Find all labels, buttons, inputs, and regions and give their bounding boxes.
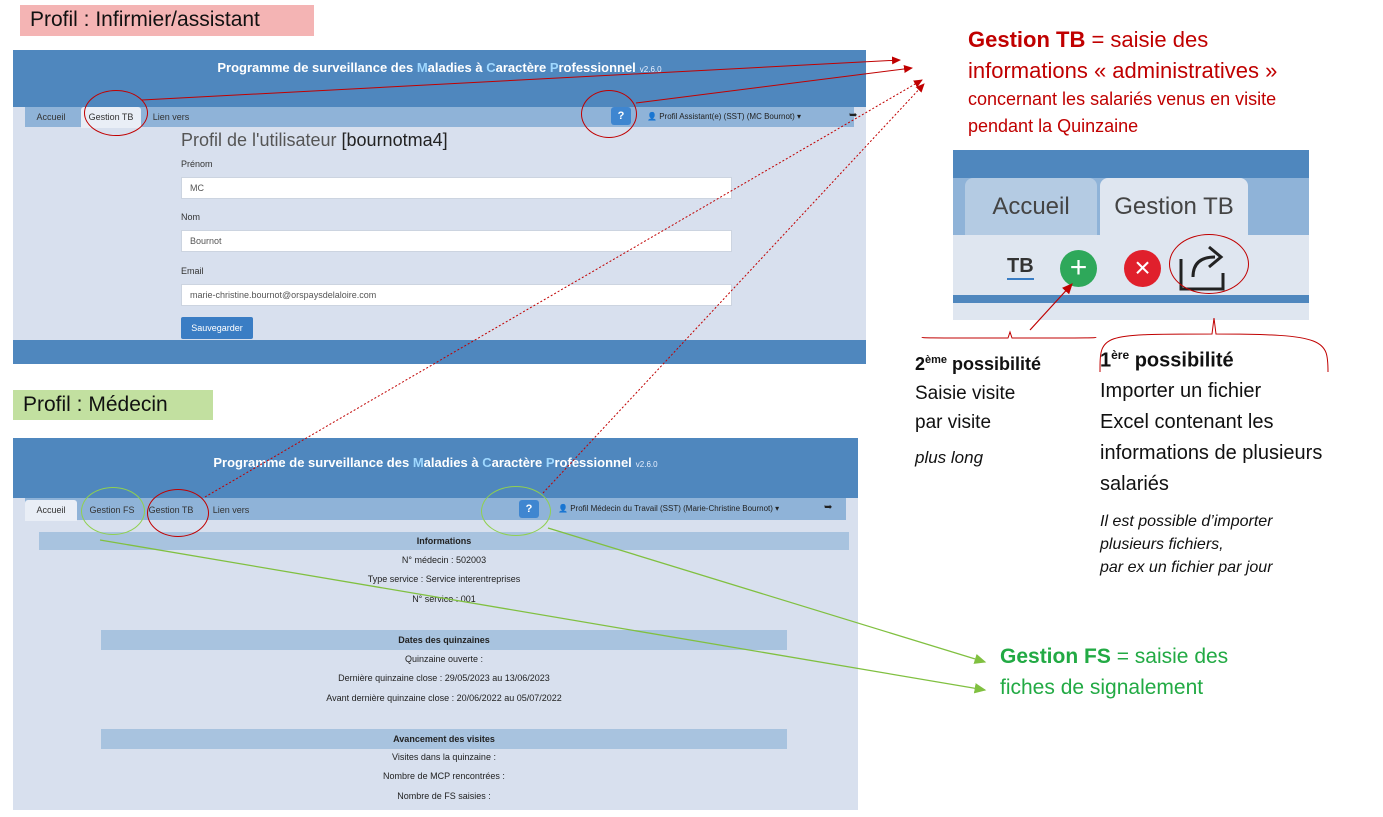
tab-lien-vers[interactable]: Lien vers: [152, 112, 190, 122]
annotation-gestion-tb: Gestion TB = saisie des informations « a…: [968, 27, 1278, 136]
tab-accueil[interactable]: Accueil: [965, 178, 1097, 236]
email-input[interactable]: marie-christine.bournot@orspaysdelaloire…: [181, 284, 732, 306]
tab-accueil[interactable]: Accueil: [25, 500, 77, 521]
tb-label[interactable]: TB: [1007, 255, 1034, 280]
app-title: Programme de surveillance des Maladies à…: [213, 455, 658, 470]
info-line: Visites dans la quinzaine :: [392, 752, 496, 762]
doctor-screenshot: Programme de surveillance des Maladies à…: [13, 438, 858, 810]
tab-accueil[interactable]: Accueil: [36, 112, 66, 122]
nom-input[interactable]: Bournot: [181, 230, 732, 252]
highlight-ring-gestion-tb-doctor: [147, 489, 209, 537]
tab-bar: Accueil Gestion FS Gestion TB Lien vers …: [25, 498, 846, 521]
info-line: Type service : Service interentreprises: [367, 574, 521, 584]
zoom-panel: Accueil Gestion TB TB + ×: [953, 150, 1309, 320]
highlight-ring-help: [581, 90, 637, 138]
app-header: Programme de surveillance des Maladies à…: [13, 438, 858, 498]
nurse-screenshot: Programme de surveillance des Maladies à…: [13, 50, 866, 364]
delete-icon[interactable]: ×: [1124, 250, 1161, 287]
field-label-nom: Nom: [181, 212, 201, 222]
prenom-input[interactable]: MC: [181, 177, 732, 199]
info-line: N° service : 001: [412, 594, 476, 604]
highlight-ring-import: [1169, 234, 1249, 294]
annotation-first-option: 1ère possibilité Importer un fichier Exc…: [1100, 348, 1323, 576]
annotation-second-option: 2ème possibilité Saisie visite par visit…: [915, 354, 1042, 467]
profile-label-nurse: Profil : Infirmier/assistant: [20, 5, 314, 36]
logout-icon[interactable]: ➥: [849, 110, 858, 121]
add-icon[interactable]: +: [1060, 250, 1097, 287]
info-line: Nombre de MCP rencontrées :: [383, 771, 505, 781]
tab-gestion-tb[interactable]: Gestion TB: [1100, 178, 1248, 236]
logout-icon[interactable]: ➥: [824, 502, 833, 513]
section-avancement-visites: Avancement des visites: [101, 729, 787, 749]
field-label-email: Email: [181, 266, 204, 276]
info-line: N° médecin : 502003: [401, 555, 487, 565]
tab-lien-vers[interactable]: Lien vers: [212, 505, 250, 515]
info-line: Nombre de FS saisies :: [397, 791, 491, 801]
section-dates-quinzaines: Dates des quinzaines: [101, 630, 787, 650]
app-title: Programme de surveillance des Maladies à…: [217, 60, 662, 75]
save-button[interactable]: Sauvegarder: [181, 317, 253, 339]
page-title: Profil de l'utilisateur [bournotma4]: [181, 130, 448, 150]
info-line: Quinzaine ouverte :: [404, 654, 484, 664]
highlight-ring-help-doctor: [481, 486, 551, 536]
section-informations: Informations: [39, 532, 849, 550]
user-menu[interactable]: 👤 Profil Assistant(e) (SST) (MC Bournot)…: [647, 112, 802, 121]
info-line: Avant dernière quinzaine close : 20/06/2…: [326, 693, 562, 703]
highlight-ring-gestion-fs: [81, 487, 145, 535]
zoom-bottom-bar: [953, 295, 1309, 303]
info-line: Dernière quinzaine close : 29/05/2023 au…: [338, 673, 550, 683]
highlight-ring-gestion-tb: [84, 90, 148, 136]
field-label-prenom: Prénom: [181, 159, 213, 169]
footer-bar: [13, 340, 866, 364]
annotation-gestion-fs: Gestion FS = saisie des fiches de signal…: [1000, 645, 1229, 699]
profile-label-doctor: Profil : Médecin: [13, 390, 213, 420]
user-menu[interactable]: 👤 Profil Médecin du Travail (SST) (Marie…: [558, 504, 780, 513]
tab-bar: Accueil Gestion TB Lien vers ? 👤 Profil …: [25, 107, 858, 128]
